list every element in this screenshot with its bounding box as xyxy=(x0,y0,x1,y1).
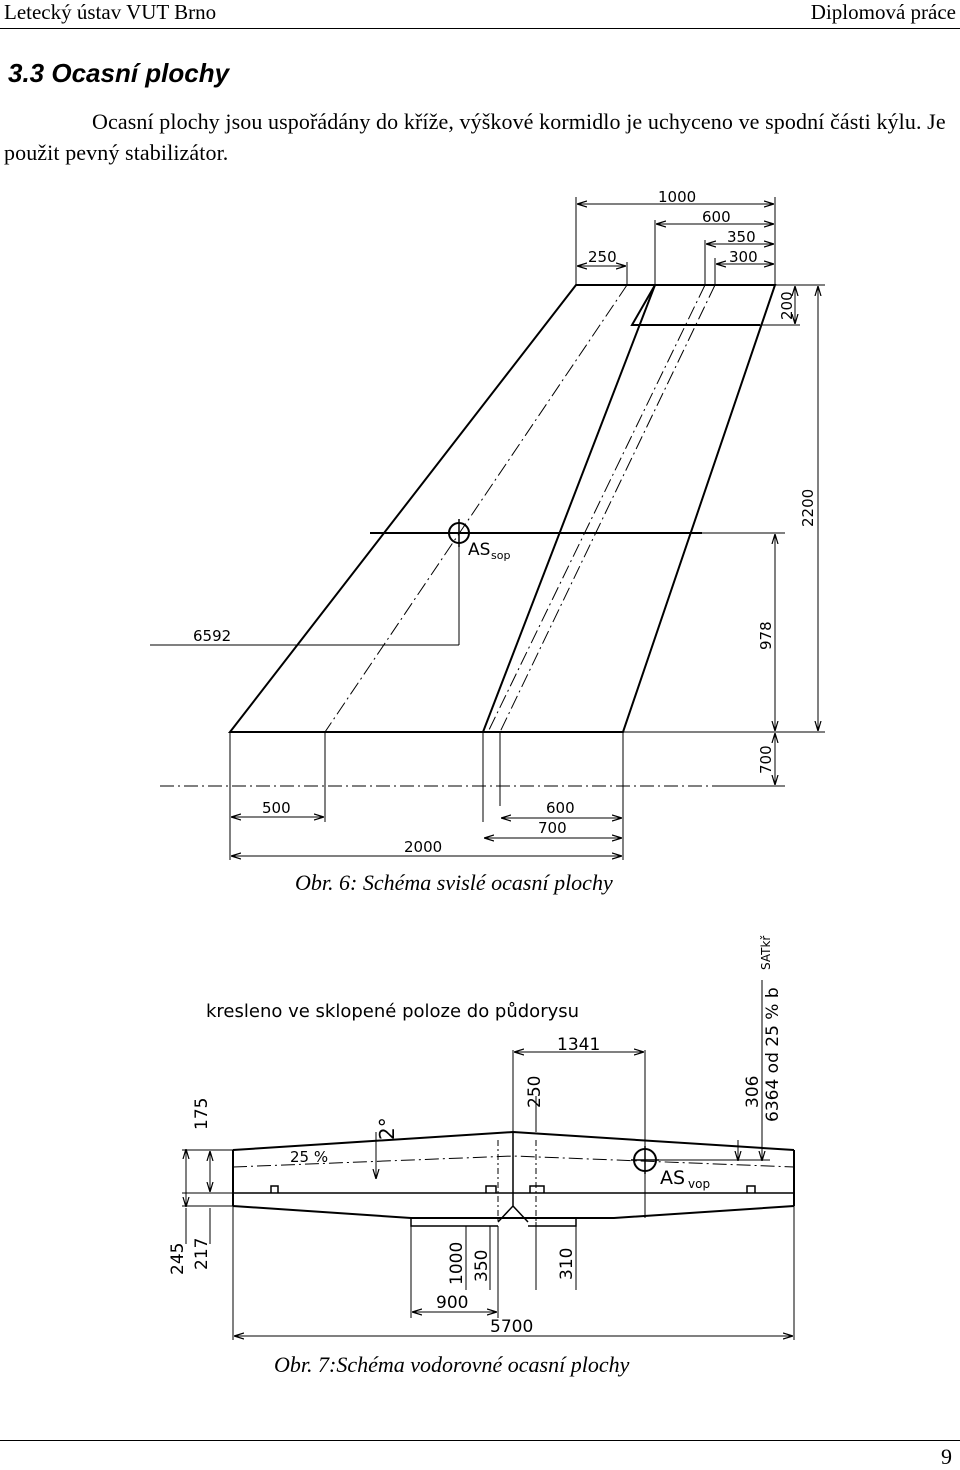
dim-5700: 5700 xyxy=(490,1317,533,1337)
dim-245: 245 xyxy=(168,1243,188,1275)
footer-divider xyxy=(0,1440,960,1441)
hinge-axis-line xyxy=(499,284,716,733)
dim-1000: 1000 xyxy=(658,188,696,206)
figure7-caption: Obr. 7:Schéma vodorovné ocasní plochy xyxy=(274,1352,630,1377)
angle-2deg: 2° xyxy=(375,1117,399,1140)
section-paragraph: Ocasní plochy jsou uspořádány do kříže, … xyxy=(4,109,946,165)
page-number: 9 xyxy=(941,1444,952,1469)
as-sop-label: AS xyxy=(468,540,490,560)
figure7-drawing xyxy=(182,980,795,1340)
header-document-type: Diplomová práce xyxy=(810,0,956,24)
fig7-note: kresleno ve sklopené poloze do půdorysu xyxy=(206,1001,579,1022)
rudder-hinge-line xyxy=(482,284,656,733)
dim-500: 500 xyxy=(262,799,291,817)
header-institution: Letecký ústav VUT Brno xyxy=(4,0,217,24)
dim-600-bottom: 600 xyxy=(546,799,575,817)
dim-306: 306 xyxy=(743,1076,763,1108)
dim-350-htail: 350 xyxy=(472,1250,492,1282)
as-sop-subscript: sop xyxy=(491,549,510,562)
dim-2200: 2200 xyxy=(799,489,817,527)
dim-900: 900 xyxy=(436,1293,468,1313)
quarter-chord-line-htail xyxy=(232,1155,795,1168)
dim-175: 175 xyxy=(192,1098,212,1130)
as-vop-label: AS xyxy=(660,1167,685,1189)
section-title: 3.3 Ocasní plochy xyxy=(8,58,230,88)
dim-350: 350 xyxy=(727,228,756,246)
fin-outline xyxy=(227,284,777,733)
as-vop-subscript: vop xyxy=(688,1177,710,1191)
stabilizer-outline-bottom xyxy=(232,1205,795,1219)
dim-217: 217 xyxy=(192,1238,212,1270)
rudder-horn xyxy=(630,284,760,326)
dim-6592: 6592 xyxy=(193,627,231,645)
pct-25-label: 25 % xyxy=(290,1148,328,1166)
figure6-caption: Obr. 6: Schéma svislé ocasní plochy xyxy=(295,870,613,895)
dim-250: 250 xyxy=(588,248,617,266)
axis-line-2 xyxy=(487,284,706,733)
dim-978: 978 xyxy=(757,621,775,650)
dim-600-top: 600 xyxy=(702,208,731,226)
dim-700-bottom: 700 xyxy=(538,819,567,837)
dim-1000-htail: 1000 xyxy=(447,1242,467,1285)
dim-300: 300 xyxy=(729,248,758,266)
dim-700-right: 700 xyxy=(757,745,775,774)
dim-6364: 6364 od 25 % b xyxy=(763,987,783,1122)
dim-200: 200 xyxy=(778,291,796,320)
quarter-chord-line xyxy=(324,284,628,733)
dim-2000: 2000 xyxy=(404,838,442,856)
header-divider xyxy=(0,28,960,29)
dim-250-htail: 250 xyxy=(525,1076,545,1108)
dim-6364-subscript: SATkř xyxy=(759,935,773,970)
dim-310: 310 xyxy=(557,1248,577,1280)
dim-1341: 1341 xyxy=(557,1035,600,1055)
